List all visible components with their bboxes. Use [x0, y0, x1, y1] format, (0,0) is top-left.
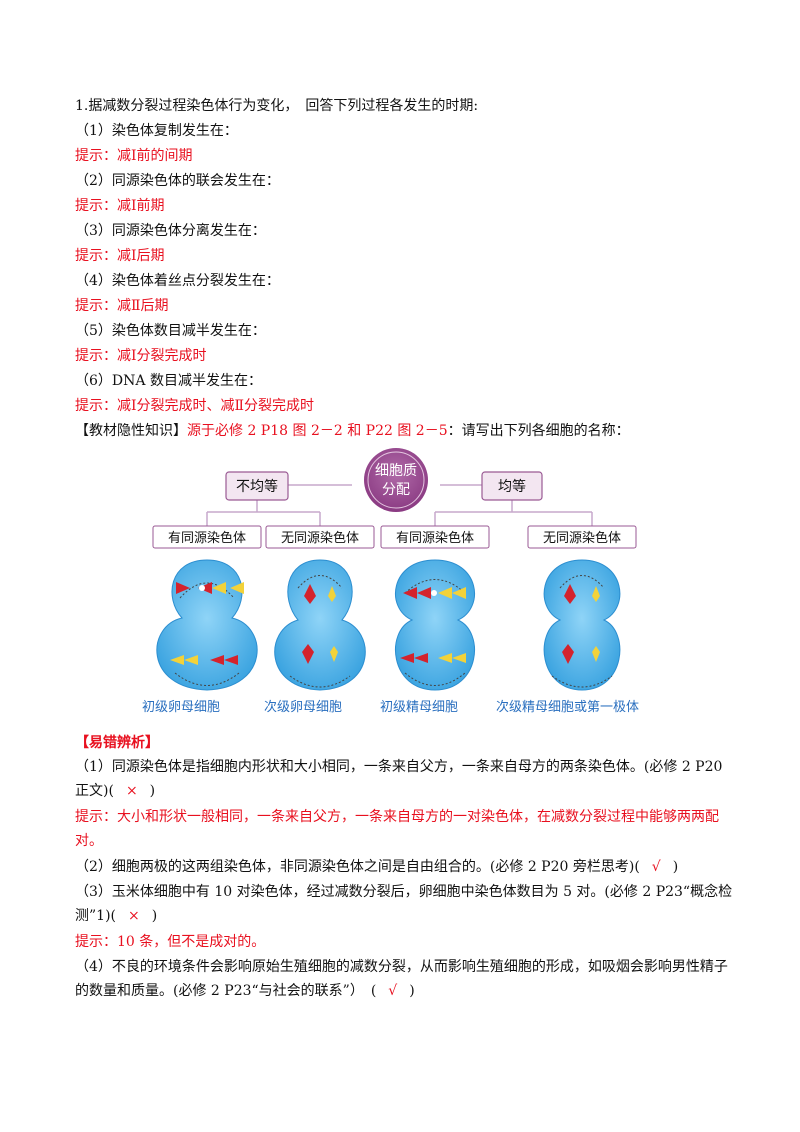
cell-primary-oocyte [156, 559, 258, 691]
error-item-1: （1）同源染色体是指细胞内形状和大小相同，一条来自父方，一条来自母方的两条染色体… [75, 759, 723, 799]
sub-label-3: 有同源染色体 [396, 530, 474, 546]
error-item-3: （3）玉米体细胞中有 10 对染色体，经过减数分裂后，卵细胞中染色体数目为 5 … [75, 884, 733, 924]
tree-connectors [206, 484, 593, 526]
q1-hint-2: 提示：减Ⅰ前期 [75, 198, 165, 214]
q1-item-1: （1）染色体复制发生在： [75, 123, 238, 139]
sub-label-2: 无同源染色体 [281, 530, 359, 546]
q1-item-3: （3）同源染色体分离发生在： [75, 223, 266, 239]
q1-item-5: （5）染色体数目减半发生在： [75, 323, 266, 339]
error-mark-4: √ [388, 983, 398, 999]
error-mark-1: × [125, 783, 138, 799]
errors-title: 【易错辨析】 [75, 735, 159, 751]
diagram-svg: 细胞质 分配 不均等 均等 有同源染色体 无同源染色体 有同源染色体 无同源染色… [152, 448, 637, 691]
textbook-bracket: 【教材隐性知识】 [75, 423, 187, 439]
cell-division-diagram: 细胞质 分配 不均等 均等 有同源染色体 无同源染色体 有同源染色体 无同源染色… [140, 448, 680, 723]
textbook-source: 源于必修 2 P18 图 2－2 和 P22 图 2－5 [187, 423, 448, 439]
q1-title: 1.据减数分裂过程染色体行为变化， 回答下列过程各发生的时期: [75, 98, 479, 114]
center-label-2: 分配 [382, 482, 410, 498]
left-box [225, 471, 289, 501]
error-item-2: （2）细胞两极的这两组染色体，非同源染色体之间是自由组合的。(必修 2 P20 … [75, 859, 679, 875]
caption-secondary-oocyte: 次级卵母细胞 [264, 700, 343, 715]
center-label-1: 细胞质 [375, 463, 417, 479]
sub-label-1: 有同源染色体 [168, 530, 246, 546]
error-hint-3: 提示：10 条，但不是成对的。 [75, 934, 266, 950]
cell-secondary-oocyte [274, 559, 366, 691]
center-circle [364, 448, 428, 512]
q1-item-2: （2）同源染色体的联会发生在： [75, 173, 280, 189]
sub-box-3 [380, 525, 490, 549]
sub-box-1 [152, 525, 262, 549]
error-mark-3: × [128, 908, 140, 924]
caption-primary-oocyte: 初级卵母细胞 [142, 700, 221, 715]
cell-secondary-spermatocyte [543, 559, 621, 691]
sub-label-4: 无同源染色体 [543, 530, 621, 546]
sub-box-4 [527, 525, 637, 549]
error-mark-2: √ [651, 859, 661, 875]
q1-hint-5: 提示：减Ⅰ分裂完成时 [75, 348, 207, 364]
right-box-label: 均等 [498, 478, 526, 495]
cell-primary-spermatocyte [394, 559, 476, 691]
right-box [481, 471, 543, 501]
q1-item-4: （4）染色体着丝点分裂发生在： [75, 273, 280, 289]
error-hint-1: 提示：大小和形状一般相同，一条来自父方，一条来自母方的一对染色体，在减数分裂过程… [75, 809, 719, 849]
caption-secondary-spermatocyte: 次级精母细胞或第一极体 [496, 700, 640, 715]
caption-primary-spermatocyte: 初级精母细胞 [380, 700, 459, 715]
q1-hint-3: 提示：减Ⅰ后期 [75, 248, 165, 264]
q1-hint-1: 提示：减Ⅰ前的间期 [75, 148, 193, 164]
textbook-line: 【教材隐性知识】源于必修 2 P18 图 2－2 和 P22 图 2－5：请写出… [75, 421, 630, 441]
sub-box-2 [265, 525, 375, 549]
left-box-label: 不均等 [236, 478, 278, 495]
error-item-4: （4）不良的环境条件会影响原始生殖细胞的减数分裂，从而影响生殖细胞的形成，如吸烟… [75, 959, 728, 999]
q1-hint-4: 提示：减Ⅱ后期 [75, 298, 169, 314]
q1-hint-6: 提示：减Ⅰ分裂完成时、减Ⅱ分裂完成时 [75, 398, 315, 414]
textbook-rest: ：请写出下列各细胞的名称： [447, 423, 630, 439]
q1-item-6: （6）DNA 数目减半发生在： [75, 373, 262, 389]
